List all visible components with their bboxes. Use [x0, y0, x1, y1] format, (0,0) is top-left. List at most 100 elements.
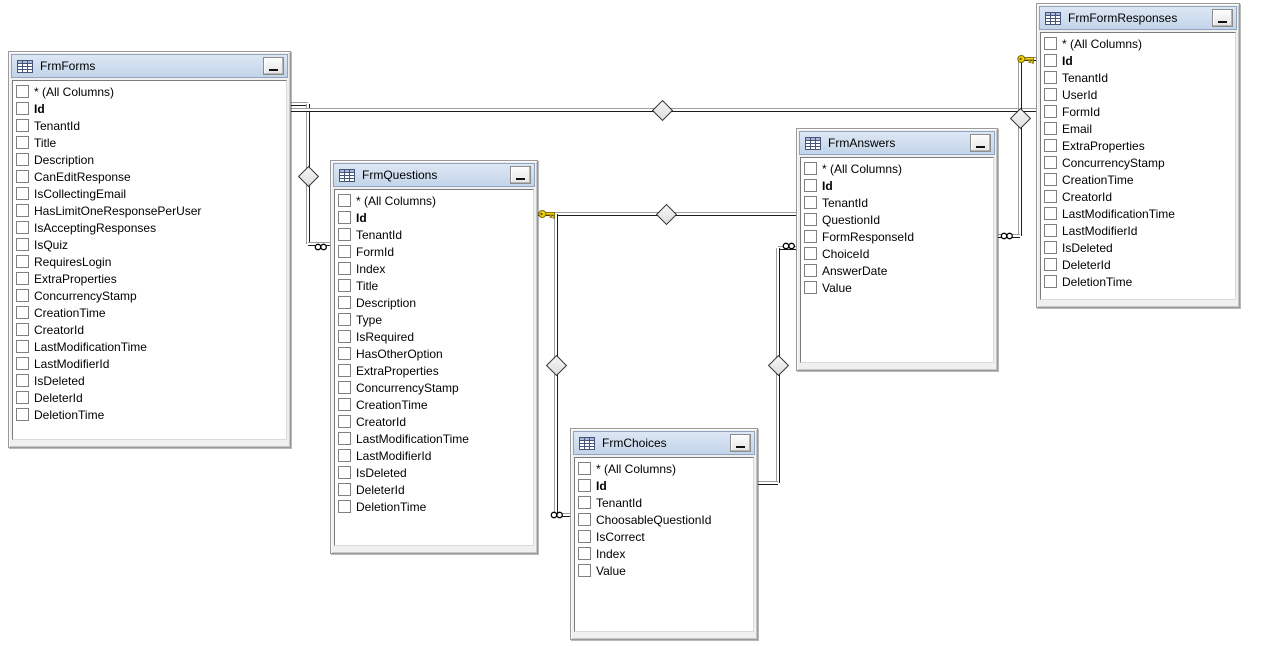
column-checkbox[interactable] [16, 272, 29, 285]
column-checkbox[interactable] [338, 415, 351, 428]
column-checkbox[interactable] [16, 289, 29, 302]
column-checkbox[interactable] [338, 500, 351, 513]
column-checkbox[interactable] [578, 479, 591, 492]
relationship-line-segment-frmchoices-frmquestions[interactable] [556, 513, 571, 517]
column-checkbox[interactable] [16, 204, 29, 217]
minimize-button-frmanswers[interactable] [970, 134, 991, 152]
column-checkbox[interactable] [1044, 241, 1057, 254]
column-checkbox[interactable] [1044, 54, 1057, 67]
column-checkbox[interactable] [338, 245, 351, 258]
table-titlebar-frmquestions[interactable]: FrmQuestions [333, 163, 535, 187]
column-checkbox[interactable] [338, 347, 351, 360]
minimize-button-frmforms[interactable] [263, 57, 284, 75]
column-checkbox[interactable] [16, 391, 29, 404]
column-checkbox[interactable] [1044, 207, 1057, 220]
relationship-line-segment-frmanswers-frmformresponses[interactable] [1018, 59, 1022, 236]
column-checkbox[interactable] [578, 513, 591, 526]
column-checkbox[interactable] [338, 262, 351, 275]
relationship-line-segment-frmquestions-frmforms[interactable] [291, 102, 308, 106]
column-checkbox[interactable] [578, 564, 591, 577]
column-checkbox[interactable] [578, 462, 591, 475]
column-checkbox[interactable] [804, 264, 817, 277]
column-checkbox[interactable] [1044, 88, 1057, 101]
column-checkbox[interactable] [1044, 139, 1057, 152]
column-checkbox[interactable] [16, 323, 29, 336]
column-checkbox[interactable] [578, 547, 591, 560]
column-checkbox[interactable] [338, 330, 351, 343]
column-checkbox[interactable] [1044, 224, 1057, 237]
column-checkbox[interactable] [16, 187, 29, 200]
column-label: * (All Columns) [822, 161, 903, 176]
column-checkbox[interactable] [338, 466, 351, 479]
column-checkbox[interactable] [16, 136, 29, 149]
column-checkbox[interactable] [16, 340, 29, 353]
column-checkbox[interactable] [1044, 37, 1057, 50]
join-diamond-icon-frmquestions-frmforms[interactable] [297, 165, 320, 188]
column-checkbox[interactable] [338, 449, 351, 462]
column-checkbox[interactable] [338, 364, 351, 377]
column-checkbox[interactable] [338, 432, 351, 445]
column-checkbox[interactable] [16, 119, 29, 132]
column-checkbox[interactable] [804, 162, 817, 175]
column-checkbox[interactable] [338, 296, 351, 309]
column-checkbox[interactable] [804, 196, 817, 209]
column-checkbox[interactable] [338, 279, 351, 292]
column-checkbox[interactable] [16, 153, 29, 166]
column-label: IsQuiz [34, 237, 69, 252]
column-checkbox[interactable] [16, 255, 29, 268]
column-label: LastModificationTime [1062, 206, 1175, 221]
table-titlebar-frmforms[interactable]: FrmForms [11, 54, 288, 78]
join-diamond-icon-frmformresponses-frmforms[interactable] [651, 99, 674, 122]
join-diamond-icon-frmanswers-frmquestions[interactable] [655, 203, 678, 226]
column-checkbox[interactable] [1044, 105, 1057, 118]
column-checkbox[interactable] [1044, 156, 1057, 169]
column-checkbox[interactable] [338, 211, 351, 224]
relationship-line-segment-frmanswers-frmchoices[interactable] [757, 481, 778, 485]
table-titlebar-frmanswers[interactable]: FrmAnswers [799, 131, 995, 155]
column-checkbox[interactable] [804, 230, 817, 243]
join-diamond-icon-frmanswers-frmchoices[interactable] [767, 354, 790, 377]
column-checkbox[interactable] [338, 483, 351, 496]
column-checkbox[interactable] [1044, 275, 1057, 288]
table-titlebar-frmformresponses[interactable]: FrmFormResponses [1039, 6, 1237, 30]
column-checkbox[interactable] [1044, 258, 1057, 271]
column-checkbox[interactable] [804, 281, 817, 294]
column-row: * (All Columns) [1044, 35, 1235, 52]
column-checkbox[interactable] [1044, 173, 1057, 186]
minimize-button-frmformresponses[interactable] [1212, 9, 1233, 27]
column-checkbox[interactable] [804, 213, 817, 226]
column-checkbox[interactable] [578, 530, 591, 543]
minimize-button-frmquestions[interactable] [510, 166, 531, 184]
column-checkbox[interactable] [16, 238, 29, 251]
column-checkbox[interactable] [578, 496, 591, 509]
column-checkbox[interactable] [804, 179, 817, 192]
column-checkbox[interactable] [338, 313, 351, 326]
column-checkbox[interactable] [338, 381, 351, 394]
column-checkbox[interactable] [1044, 190, 1057, 203]
column-checkbox[interactable] [16, 170, 29, 183]
column-checkbox[interactable] [338, 194, 351, 207]
column-checkbox[interactable] [1044, 122, 1057, 135]
table-titlebar-frmchoices[interactable]: FrmChoices [573, 431, 755, 455]
column-checkbox[interactable] [16, 357, 29, 370]
column-row: ConcurrencyStamp [16, 287, 286, 304]
column-checkbox[interactable] [338, 398, 351, 411]
minimize-button-frmchoices[interactable] [730, 434, 751, 452]
column-checkbox[interactable] [16, 102, 29, 115]
column-checkbox[interactable] [16, 221, 29, 234]
column-checkbox[interactable] [16, 408, 29, 421]
column-checkbox[interactable] [16, 306, 29, 319]
column-checkbox[interactable] [16, 374, 29, 387]
column-checkbox[interactable] [1044, 71, 1057, 84]
column-checkbox[interactable] [804, 247, 817, 260]
column-checkbox[interactable] [338, 228, 351, 241]
join-diamond-icon-frmchoices-frmquestions[interactable] [545, 354, 568, 377]
column-checkbox[interactable] [16, 85, 29, 98]
